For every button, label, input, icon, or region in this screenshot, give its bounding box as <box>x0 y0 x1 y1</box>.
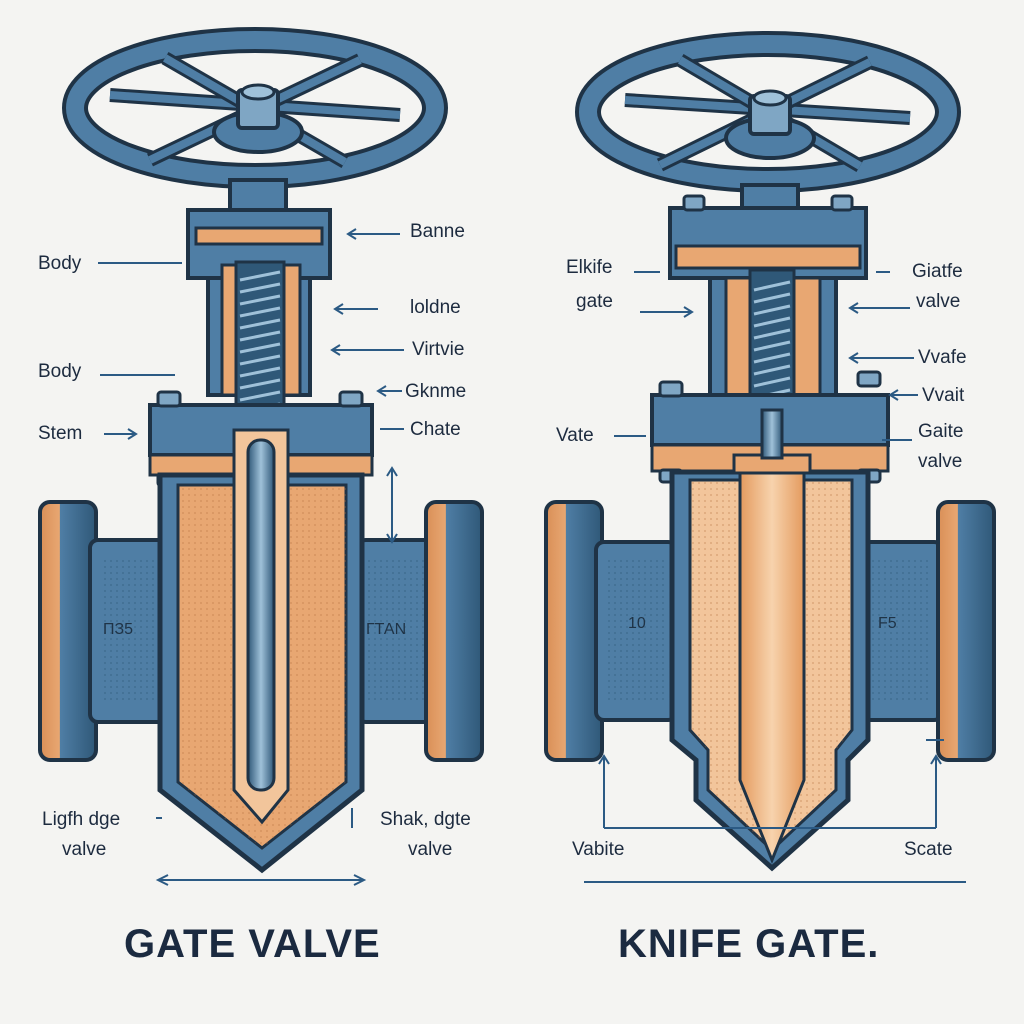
label-vvafe: Vvafe <box>918 347 967 368</box>
label-elkife-line1: Elkife <box>566 257 613 278</box>
right-pipe-marking-outlet: F5 <box>878 615 897 632</box>
left-handwheel <box>62 27 448 212</box>
label-giatfe-line1: Giatfe <box>912 261 963 282</box>
label-giatfe-line2: valve <box>916 291 961 312</box>
right-valve-stem <box>760 408 784 460</box>
label-light-edge-line1: Ligfh dge <box>42 809 121 830</box>
right-pipe-marking-inlet: 10 <box>628 615 646 632</box>
label-chate: Chate <box>410 419 461 440</box>
label-gaite-line1: Gaite <box>918 421 964 442</box>
right-knife-blade <box>738 468 806 865</box>
label-vvait: Vvait <box>922 385 965 406</box>
right-inlet-flange <box>544 500 604 762</box>
label-stem: Stem <box>38 423 83 444</box>
label-shak-gate-line2: valve <box>408 839 453 860</box>
label-body-top: Body <box>38 253 82 274</box>
label-body-mid: Body <box>38 361 82 382</box>
right-handwheel <box>575 31 961 215</box>
left-valve-stem <box>246 438 276 792</box>
knife-gate-title: KNIFE GATE. <box>618 922 880 966</box>
left-outlet-flange <box>424 500 484 762</box>
gate-valve-illustration <box>38 27 484 874</box>
left-pipe-marking-inlet: ПЗ5 <box>103 621 134 638</box>
label-vabite: Vabite <box>572 839 625 860</box>
label-loldne: loldne <box>410 297 461 318</box>
label-gknme: Gknme <box>405 381 467 402</box>
label-scate: Scate <box>904 839 953 860</box>
leader-lines <box>98 228 966 886</box>
label-vate: Vate <box>556 425 594 446</box>
knife-gate-illustration <box>544 31 996 872</box>
label-virtvie: Virtvie <box>412 339 465 360</box>
left-inlet-flange <box>38 500 98 762</box>
label-elkife-line2: gate <box>576 291 613 312</box>
right-outlet-flange <box>936 500 996 762</box>
left-pipe-marking-outlet: ГТАN <box>366 621 407 638</box>
label-gaite-line2: valve <box>918 451 963 472</box>
label-light-edge-line2: valve <box>62 839 107 860</box>
gate-valve-title: GATE VALVE <box>124 922 381 966</box>
label-banne: Banne <box>410 221 465 242</box>
label-shak-gate-line1: Shak, dgte <box>380 809 471 830</box>
